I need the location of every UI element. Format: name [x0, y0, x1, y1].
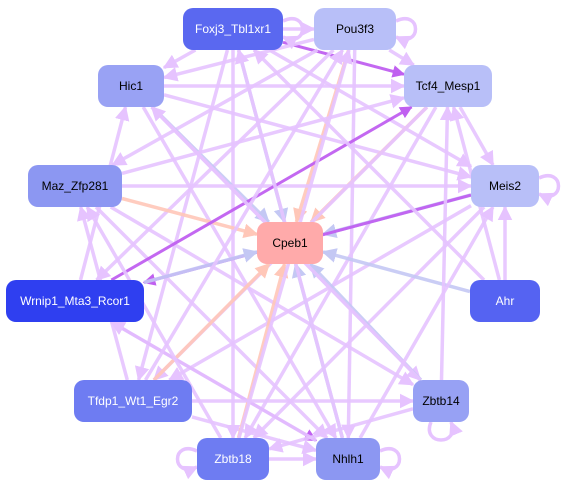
- node-label: Zbtb14: [422, 394, 460, 408]
- node-maz[interactable]: Maz_Zfp281: [28, 165, 122, 207]
- node-box: [471, 165, 539, 207]
- node-box: [183, 8, 283, 50]
- node-label: Zbtb18: [214, 452, 252, 466]
- node-label: Maz_Zfp281: [42, 179, 109, 193]
- self-loops-layer: [175, 17, 561, 480]
- node-cpeb1[interactable]: Cpeb1: [257, 222, 323, 264]
- node-zbtb14[interactable]: Zbtb14: [413, 380, 469, 422]
- node-label: Cpeb1: [272, 236, 308, 250]
- node-label: Ahr: [496, 294, 515, 308]
- node-tcf4[interactable]: Tcf4_Mesp1: [404, 65, 492, 107]
- self-loop-pou3f3: [394, 17, 418, 50]
- node-box: [28, 165, 122, 207]
- node-label: Wrnip1_Mta3_Rcor1: [20, 294, 130, 308]
- edge-foxj3-to-hic1: [162, 48, 197, 70]
- self-loop-zbtb18: [175, 447, 199, 480]
- node-label: Tfdp1_Wt1_Egr2: [88, 394, 179, 408]
- node-pou3f3[interactable]: Pou3f3: [314, 8, 396, 50]
- node-ahr[interactable]: Ahr: [470, 280, 540, 322]
- node-box: [316, 438, 380, 480]
- edge-tcf4-to-zbtb18: [243, 106, 438, 440]
- node-hic1[interactable]: Hic1: [98, 65, 164, 107]
- node-label: Tcf4_Mesp1: [416, 79, 481, 93]
- node-box: [257, 222, 323, 264]
- node-foxj3[interactable]: Foxj3_Tbl1xr1: [183, 8, 283, 50]
- edge-wrnip1-to-cpeb1: [143, 248, 259, 285]
- node-box: [98, 65, 164, 107]
- node-zbtb18[interactable]: Zbtb18: [197, 438, 269, 480]
- edge-wrnip1-to-tcf4: [110, 105, 413, 282]
- edge-hic1-to-meis2: [163, 93, 473, 181]
- node-box: [413, 380, 469, 422]
- node-tfdp1[interactable]: Tfdp1_Wt1_Egr2: [74, 380, 192, 422]
- node-label: Nhlh1: [332, 452, 364, 466]
- node-label: Foxj3_Tbl1xr1: [195, 22, 271, 36]
- node-meis2[interactable]: Meis2: [471, 165, 539, 207]
- node-nhlh1[interactable]: Nhlh1: [316, 438, 380, 480]
- node-box: [470, 280, 540, 322]
- node-box: [404, 65, 492, 107]
- self-loop-zbtb14: [427, 420, 463, 442]
- self-loop-meis2: [537, 174, 561, 207]
- edge-pou3f3-to-nhlh1: [341, 49, 357, 440]
- edge-tcf4-to-meis2: [458, 106, 495, 167]
- node-box: [197, 438, 269, 480]
- edge-tfdp1-to-cpeb1: [152, 262, 271, 382]
- node-box: [74, 380, 192, 422]
- self-loop-nhlh1: [378, 447, 402, 480]
- edge-nhlh1-to-meis2: [358, 205, 495, 439]
- self-loop-foxj3: [281, 17, 305, 50]
- edge-zbtb18-to-maz: [85, 205, 223, 439]
- edge-zbtb14-to-tcf4: [439, 105, 455, 381]
- node-label: Hic1: [119, 79, 143, 93]
- edge-ahr-to-cpeb1: [321, 248, 471, 294]
- node-wrnip1[interactable]: Wrnip1_Mta3_Rcor1: [6, 280, 144, 322]
- node-box: [314, 8, 396, 50]
- edge-nhlh1-to-wrnip1: [110, 320, 317, 443]
- edge-maz-to-zbtb14: [109, 205, 415, 387]
- edge-hic1-to-nhlh1: [141, 106, 338, 440]
- edge-pou3f3-to-tcf4: [388, 48, 415, 67]
- node-label: Meis2: [489, 179, 521, 193]
- node-label: Pou3f3: [336, 22, 374, 36]
- edge-meis2-to-tfdp1: [168, 204, 472, 382]
- node-box: [6, 280, 144, 322]
- edge-tfdp1-to-pou3f3: [143, 48, 345, 381]
